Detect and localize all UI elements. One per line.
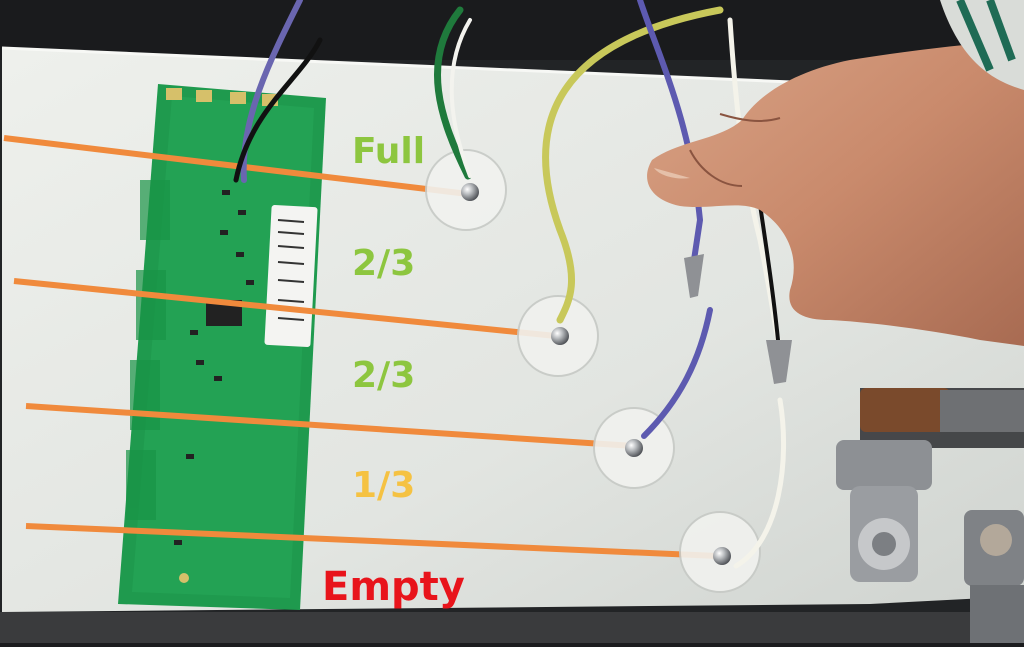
level-label-empty: Empty (322, 564, 465, 610)
pipe-fitting-icon (836, 440, 932, 582)
black-wire (233, 37, 323, 183)
level-label-two-thirds-upper: 2/3 (352, 243, 416, 284)
wire-nut-icon (766, 340, 792, 384)
level-line-two-thirds-lower (25, 403, 635, 449)
pipe-fitting-icon (860, 388, 950, 432)
green-wire (434, 6, 472, 180)
level-line-one-third (25, 523, 719, 559)
pipe-fitting-icon (964, 510, 1024, 643)
hand-icon (647, 40, 1024, 346)
level-label-one-third: 1/3 (352, 465, 416, 506)
sleeve (940, 0, 1024, 90)
sensor-probe-icon (461, 183, 731, 565)
level-lines (3, 135, 719, 559)
yellow-wire (542, 6, 724, 324)
blue-wire (641, 307, 713, 439)
level-label-full: Full (352, 131, 426, 172)
level-line-full (3, 135, 469, 197)
white-wire (733, 397, 787, 569)
level-label-two-thirds-lower: 2/3 (352, 355, 416, 396)
level-line-two-thirds-upper (13, 278, 557, 339)
circuit-board-icon (118, 84, 326, 610)
wire-nut-icon (684, 254, 704, 298)
